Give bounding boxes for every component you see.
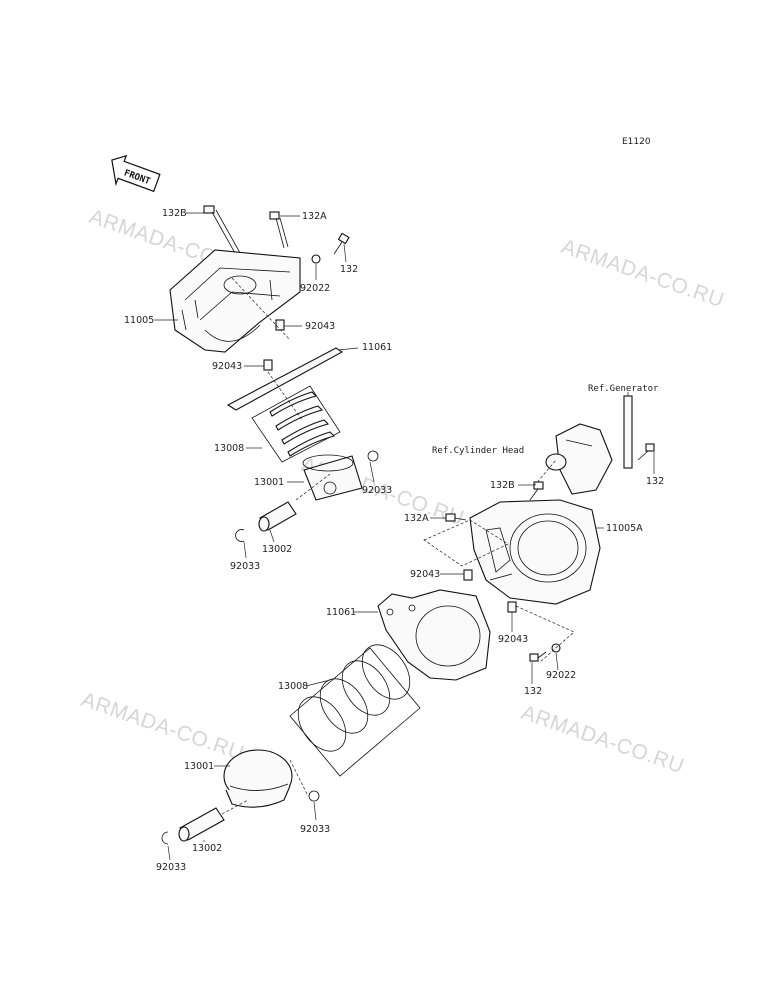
label-132A-lower: 132A xyxy=(404,513,429,524)
label-92033-lower-left: 92033 xyxy=(156,862,186,873)
label-92043-upper-right: 92043 xyxy=(305,321,335,332)
piston-rings-13008-upper xyxy=(251,385,341,463)
part-labels: 132B 132A 132 92022 11005 92043 11061 92… xyxy=(124,208,664,873)
gasket-11061-lower xyxy=(377,589,491,681)
circlip-92033-lower-left xyxy=(161,831,169,845)
watermark-2: ARMADA-CO.RU xyxy=(558,235,727,312)
label-132A-upper: 132A xyxy=(302,211,327,222)
label-92022-lower: 92022 xyxy=(546,670,576,681)
watermark-4: ARMADA-CO.RU xyxy=(78,688,247,765)
label-11061-lower: 11061 xyxy=(326,607,356,618)
dowel-92043-lower-left xyxy=(463,569,473,581)
bolt-132-upper xyxy=(333,232,350,255)
piston-13001-upper xyxy=(302,454,363,501)
label-11005: 11005 xyxy=(124,315,154,326)
label-132-upper: 132 xyxy=(340,264,358,275)
label-13001-lower: 13001 xyxy=(184,761,214,772)
circlip-92033-upper-right xyxy=(367,450,379,462)
label-13002-upper: 13002 xyxy=(262,544,292,555)
bolt-132-lower xyxy=(529,651,547,662)
circlip-92033-upper-left xyxy=(235,529,245,542)
bolt-132A-lower xyxy=(445,513,467,522)
front-arrow-icon: FRONT xyxy=(111,154,161,193)
dowel-92043-lower-right xyxy=(507,601,517,613)
ref-cylinder-head-label: Ref.Cylinder Head xyxy=(432,446,524,456)
label-132-lower: 132 xyxy=(524,686,542,697)
label-92022-upper: 92022 xyxy=(300,283,330,294)
ref-cylinder-head-shape xyxy=(545,423,613,495)
washer-92022-upper xyxy=(311,254,321,264)
label-13002-lower: 13002 xyxy=(192,843,222,854)
bolt-132A-upper xyxy=(269,211,289,249)
dowel-92043-upper-left xyxy=(263,359,273,371)
label-11005A: 11005A xyxy=(606,523,643,534)
label-92033-lower-right: 92033 xyxy=(300,824,330,835)
label-92043-lower-right: 92043 xyxy=(498,634,528,645)
bolt-132-lower-right xyxy=(637,443,655,461)
label-11061-upper: 11061 xyxy=(362,342,392,353)
label-92043-upper-left: 92043 xyxy=(212,361,242,372)
label-92033-upper-left: 92033 xyxy=(230,561,260,572)
piston-rings-13008-lower xyxy=(289,644,421,777)
dowel-92043-upper-right xyxy=(275,319,285,331)
leader-lines xyxy=(154,212,655,861)
figure-code: E1120 xyxy=(622,137,651,147)
ref-generator-shape xyxy=(623,392,633,469)
circlip-92033-lower-right xyxy=(308,790,320,802)
lower-cylinder-group xyxy=(161,392,655,845)
label-13008-lower: 13008 xyxy=(278,681,308,692)
upper-cylinder-group xyxy=(169,205,379,542)
label-13008-upper: 13008 xyxy=(214,443,244,454)
cylinder-block-11005A xyxy=(469,499,601,605)
label-92043-lower-left: 92043 xyxy=(410,569,440,580)
label-132B-upper: 132B xyxy=(162,208,187,219)
piston-pin-13002-lower xyxy=(178,807,225,842)
ref-generator-label: Ref.Generator xyxy=(588,384,659,394)
cylinder-block-11005 xyxy=(169,249,301,353)
watermark-5: ARMADA-CO.RU xyxy=(518,701,687,778)
piston-13001-lower xyxy=(223,749,293,808)
piston-pin-13002-upper xyxy=(258,501,297,532)
label-92033-upper-right: 92033 xyxy=(362,485,392,496)
label-132B-lower: 132B xyxy=(490,480,515,491)
gasket-11061-upper xyxy=(226,347,344,411)
label-13001-upper: 13001 xyxy=(254,477,284,488)
label-132-lower-right: 132 xyxy=(646,476,664,487)
